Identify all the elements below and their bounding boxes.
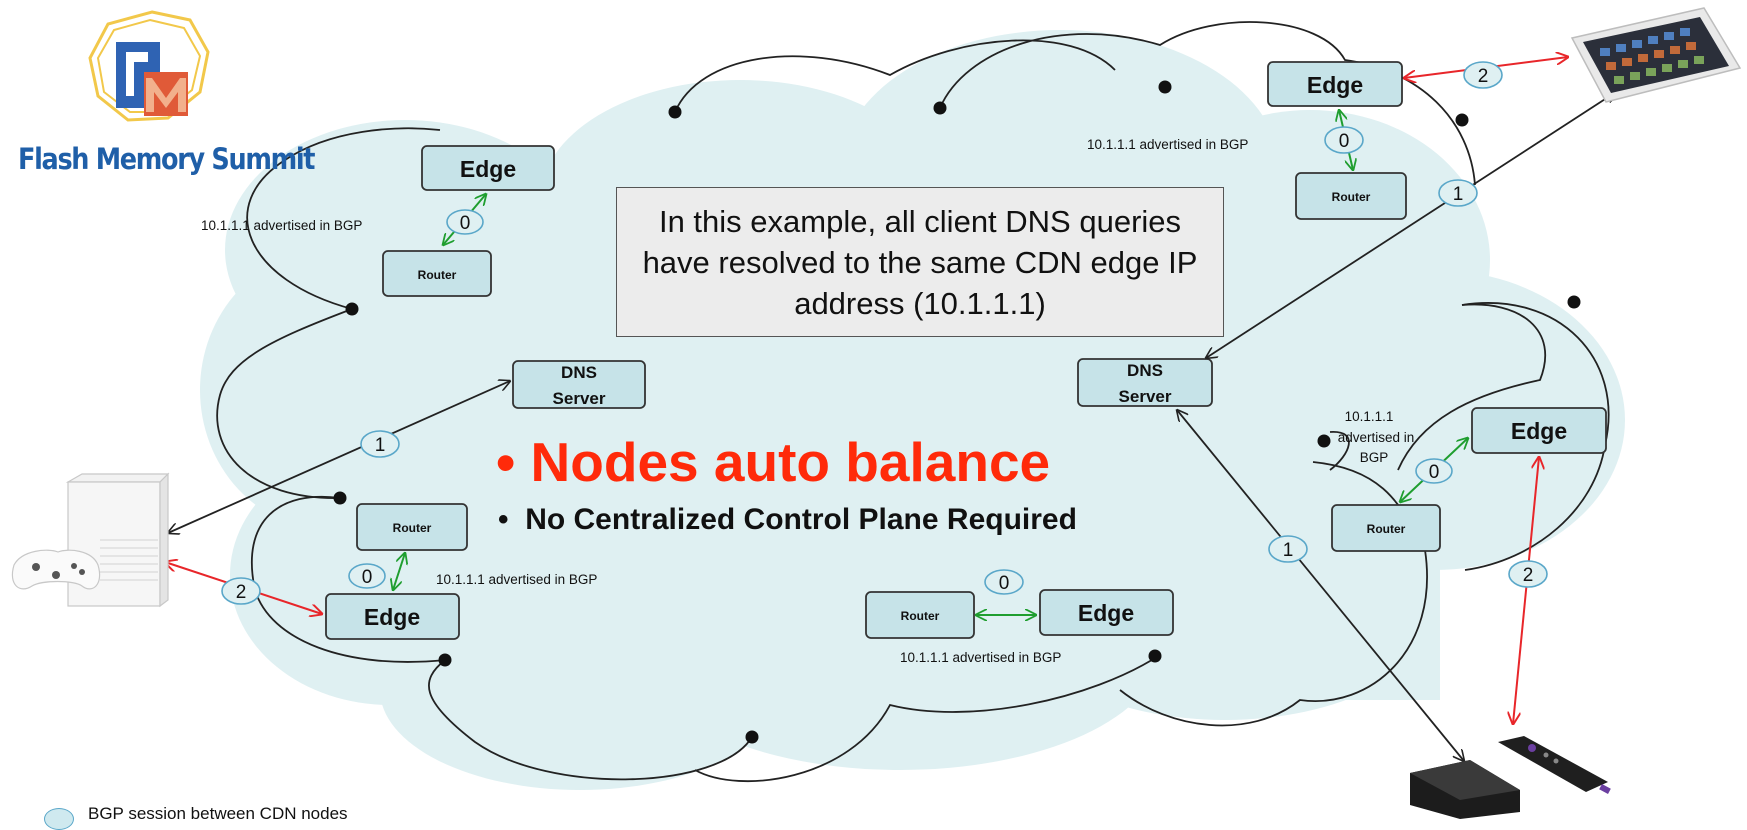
- game-console-icon: [11, 472, 170, 608]
- dns-label-line1: DNS: [561, 363, 597, 382]
- bullet-text: No Centralized Control Plane Required: [525, 503, 1077, 536]
- edge-node-top-right: Edge: [1267, 61, 1403, 107]
- legend-label: BGP session between CDN nodes: [88, 804, 348, 823]
- router-label: Router: [418, 268, 457, 282]
- edge-label: Edge: [1307, 72, 1363, 98]
- step-badge-0: 0: [348, 563, 386, 589]
- dns-label-line2: Server: [1119, 387, 1172, 406]
- router-node-bottom-left: Router: [356, 503, 468, 551]
- step-badge-2: 2: [1463, 61, 1503, 89]
- svg-text:0: 0: [999, 573, 1010, 594]
- bgp-advertised-note: 10.1.1.1 advertised in BGP: [900, 650, 1061, 665]
- svg-text:1: 1: [1453, 184, 1464, 205]
- edge-label: Edge: [1511, 418, 1567, 444]
- svg-text:2: 2: [1523, 565, 1534, 586]
- dns-label-line2: Server: [553, 389, 606, 408]
- svg-text:1: 1: [375, 435, 386, 456]
- bullet-no-central-control: • No Centralized Control Plane Required: [498, 503, 1077, 536]
- svg-text:2: 2: [1478, 66, 1489, 87]
- svg-text:0: 0: [362, 567, 373, 588]
- step-badge-2: 2: [221, 577, 261, 605]
- dns-server-left: DNS Server: [512, 360, 646, 409]
- router-node-bottom-middle: Router: [865, 591, 975, 639]
- dns-resolution-callout: In this example, all client DNS queries …: [616, 187, 1224, 337]
- step-badge-0: 0: [446, 209, 484, 235]
- router-node-top-right: Router: [1295, 172, 1407, 220]
- bullet-text: Nodes auto balance: [530, 431, 1051, 493]
- edge-node-top-left: Edge: [421, 145, 555, 191]
- step-badge-0: 0: [1324, 126, 1364, 154]
- svg-text:0: 0: [1339, 131, 1350, 152]
- legend-marker: [44, 808, 74, 830]
- callout-text: In this example, all client DNS queries …: [642, 203, 1198, 321]
- edge-label: Edge: [364, 604, 420, 630]
- step-badge-2: 2: [1508, 560, 1548, 588]
- dns-server-right: DNS Server: [1077, 358, 1213, 407]
- svg-text:2: 2: [236, 582, 247, 603]
- router-label: Router: [1367, 522, 1406, 536]
- step-badge-1: 1: [1438, 179, 1478, 207]
- step-badge-1: 1: [1268, 535, 1308, 563]
- dns-label-line1: DNS: [1127, 361, 1163, 380]
- bgp-advertised-note-line1: 10.1.1.1: [1345, 409, 1394, 424]
- step-badge-1: 1: [360, 430, 400, 458]
- bullet-nodes-auto-balance: • Nodes auto balance: [496, 431, 1051, 493]
- tablet-icon: [1570, 7, 1742, 103]
- edge-label: Edge: [460, 156, 516, 182]
- edge-node-bottom-middle: Edge: [1039, 589, 1174, 636]
- streaming-box-icon: [1410, 736, 1611, 819]
- edge-label: Edge: [1078, 600, 1134, 626]
- router-label: Router: [393, 521, 432, 535]
- svg-text:1: 1: [1283, 540, 1294, 561]
- flash-memory-summit-logo: Flash Memory Summit: [18, 142, 316, 176]
- svg-text:0: 0: [1429, 462, 1440, 483]
- router-node-right: Router: [1331, 504, 1441, 552]
- edge-node-right: Edge: [1471, 407, 1607, 454]
- bgp-advertised-note: 10.1.1.1 advertised in BGP: [436, 572, 597, 587]
- bgp-advertised-note: 10.1.1.1 advertised in BGP: [1087, 137, 1248, 152]
- router-label: Router: [901, 609, 940, 623]
- dns-query-arrows: [168, 92, 1616, 761]
- router-node-top-left: Router: [382, 250, 492, 297]
- router-label: Router: [1332, 190, 1371, 204]
- edge-node-bottom-left: Edge: [325, 593, 460, 640]
- bgp-advertised-note: 10.1.1.1 advertised in BGP: [201, 218, 362, 233]
- network-cloud: [200, 21, 1625, 790]
- fms-logo-icon: [88, 10, 210, 122]
- bgp-advertised-note-line3: BGP: [1360, 450, 1389, 465]
- svg-text:0: 0: [460, 213, 471, 234]
- bgp-advertised-note-line2: advertised in: [1338, 430, 1415, 445]
- step-badge-0: 0: [984, 569, 1024, 595]
- step-badge-0: 0: [1415, 458, 1453, 484]
